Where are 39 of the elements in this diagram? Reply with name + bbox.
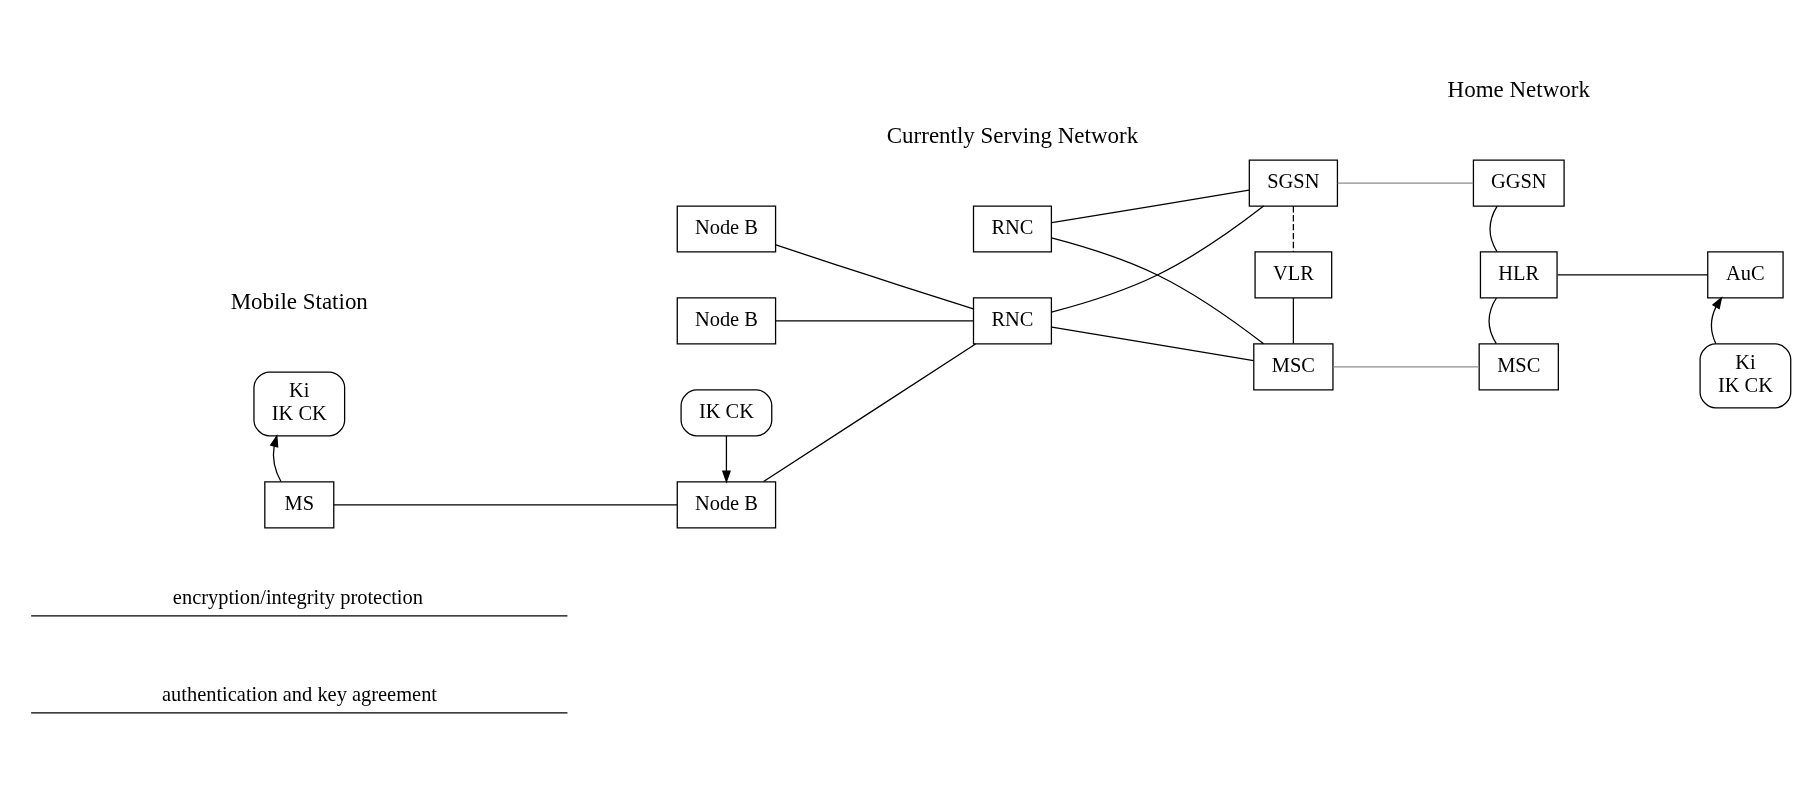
connector [333, 504, 678, 506]
node-box: RNC [972, 297, 1053, 345]
arrow [269, 434, 282, 483]
connector [775, 320, 974, 322]
node-box: RNC [972, 205, 1053, 253]
node-box: VLR [1254, 251, 1333, 299]
connector [1050, 205, 1265, 313]
connector [1051, 189, 1250, 224]
node-box: Node B [676, 297, 777, 345]
label: Currently Serving Network [886, 122, 1139, 148]
connector [1050, 237, 1265, 345]
node-box: HLR [1479, 251, 1558, 299]
connector [1556, 274, 1709, 276]
node-box: MSC [1478, 343, 1559, 391]
node-box: IK CK [680, 389, 773, 437]
node-box: Ki IK CK [253, 371, 346, 437]
label: encryption/integrity protection [172, 586, 423, 609]
node-box: GGSN [1472, 159, 1565, 207]
connector [762, 343, 977, 483]
connector [1292, 205, 1295, 253]
label: authentication and key agreement [162, 683, 438, 706]
node-box: Ki IK CK [1699, 343, 1792, 409]
node-box: MS [264, 481, 335, 529]
connector [775, 244, 974, 310]
arrow [721, 435, 731, 484]
node-box: Node B [676, 481, 777, 529]
connector [1336, 182, 1474, 184]
node-box: SGSN [1248, 159, 1339, 207]
node-box: MSC [1253, 343, 1334, 391]
label: Mobile Station [230, 288, 368, 314]
connector [1051, 326, 1255, 362]
connector [1488, 297, 1498, 345]
arrow [1710, 296, 1723, 345]
connector [1332, 366, 1480, 368]
connector [1489, 205, 1498, 253]
label: Home Network [1447, 76, 1590, 102]
node-box: Node B [676, 205, 777, 253]
connector [1292, 297, 1295, 345]
node-box: AuC [1707, 251, 1784, 299]
